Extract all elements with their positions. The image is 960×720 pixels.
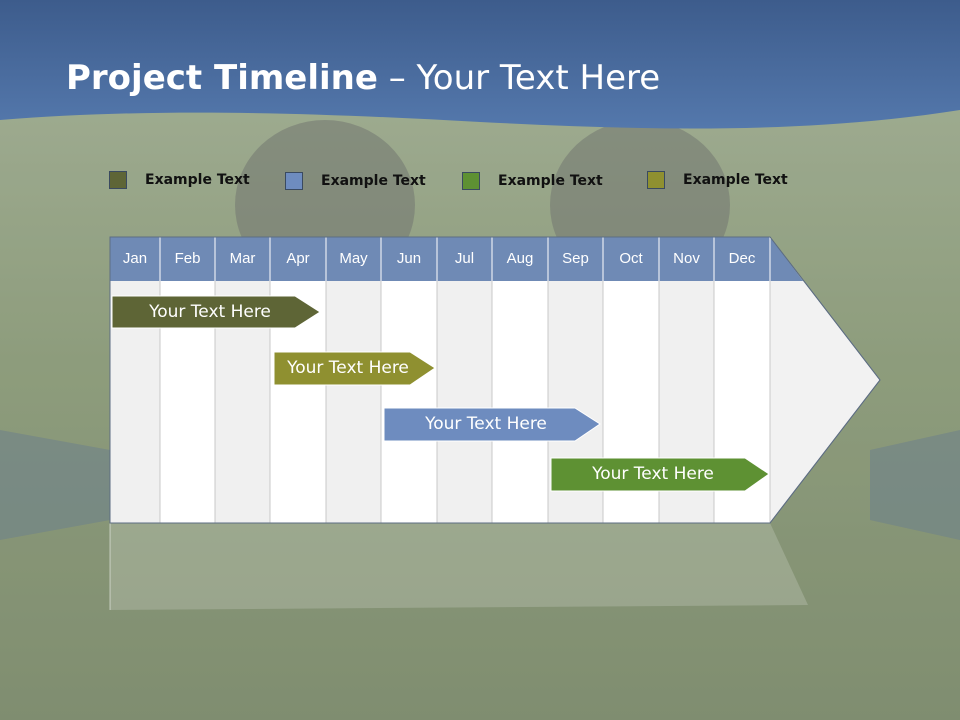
legend-item-1: Example Text	[109, 171, 250, 189]
legend-label: Example Text	[321, 173, 426, 189]
month-label-oct: Oct	[619, 250, 643, 267]
timeline-reflection	[110, 523, 808, 610]
page-title: Project Timeline – Your Text Here	[66, 58, 660, 98]
task-bar-2	[273, 351, 436, 386]
task-bar-1	[111, 295, 321, 329]
legend-label: Example Text	[498, 173, 603, 189]
task-bar-4	[550, 457, 770, 492]
legend-label: Example Text	[145, 172, 250, 188]
month-label-jul: Jul	[454, 250, 475, 267]
month-label-apr: Apr	[286, 250, 310, 267]
task-label-2: Your Text Here	[287, 358, 409, 378]
month-label-feb: Feb	[174, 250, 201, 267]
month-label-dec: Dec	[728, 250, 756, 267]
legend-swatch	[462, 172, 480, 190]
task-label-1: Your Text Here	[149, 302, 271, 322]
month-label-mar: Mar	[229, 250, 256, 267]
task-label-3: Your Text Here	[425, 414, 547, 434]
month-label-jan: Jan	[122, 250, 148, 267]
legend-swatch	[285, 172, 303, 190]
month-label-jun: Jun	[396, 250, 422, 267]
legend-item-4: Example Text	[647, 171, 788, 189]
month-label-sep: Sep	[562, 250, 589, 267]
month-label-nov: Nov	[673, 250, 700, 267]
title-bold: Project Timeline	[66, 58, 378, 98]
legend-swatch	[109, 171, 127, 189]
header-dividers	[159, 237, 771, 281]
month-label-aug: Aug	[506, 250, 534, 267]
legend-item-3: Example Text	[462, 172, 603, 190]
legend-label: Example Text	[683, 172, 788, 188]
legend-swatch	[647, 171, 665, 189]
month-header-strip	[110, 237, 803, 281]
legend-item-2: Example Text	[285, 172, 426, 190]
task-bar-3	[383, 407, 601, 442]
task-label-4: Your Text Here	[592, 464, 714, 484]
month-label-may: May	[339, 250, 368, 267]
title-rest: – Your Text Here	[377, 58, 661, 98]
